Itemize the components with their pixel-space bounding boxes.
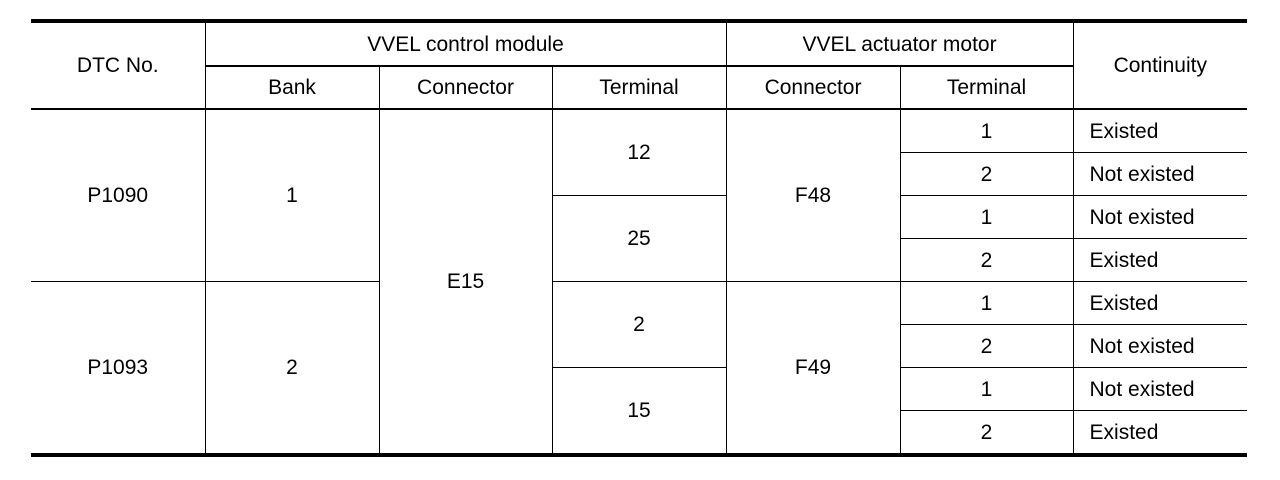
motor-terminal-cell: 2: [900, 324, 1074, 368]
table-row: 2 Not existed: [31, 152, 1248, 196]
header-ecm-terminal: Terminal: [551, 65, 727, 110]
continuity-cell: Existed: [1072, 281, 1248, 325]
ecm-terminal-cell: 15: [552, 367, 727, 457]
continuity-cell: Existed: [1072, 410, 1248, 457]
ecm-terminal-cell: 2: [551, 281, 727, 368]
header-dtc-no: DTC No.: [31, 19, 206, 110]
continuity-cell: Not existed: [1072, 367, 1248, 411]
motor-terminal-cell: 1: [899, 281, 1074, 325]
table-row: 15 1 Not existed: [31, 367, 1248, 457]
motor-connector-cell: F48: [725, 108, 901, 282]
header-vvel-control-module: VVEL control module: [204, 19, 727, 67]
header-bank: Bank: [205, 65, 380, 110]
ecm-connector-cell: E15: [378, 108, 553, 457]
header-continuity: Continuity: [1072, 19, 1248, 110]
motor-terminal-cell: 2: [900, 410, 1074, 457]
header-motor-connector: Connector: [725, 65, 901, 110]
continuity-table: DTC No. VVEL control module VVEL actuato…: [31, 19, 1248, 457]
dtc-cell: P1090: [31, 108, 206, 282]
header-vvel-actuator-motor: VVEL actuator motor: [725, 19, 1074, 67]
table-row: P1090 1 E15 12 F48 1 Existed: [31, 108, 1248, 457]
bank-cell: 1: [204, 108, 380, 282]
continuity-cell: Not existed: [1072, 152, 1248, 196]
ecm-terminal-cell: 25: [552, 195, 727, 282]
dtc-cell: P1093: [31, 281, 206, 457]
motor-connector-cell: F49: [725, 281, 901, 457]
continuity-table-container: DTC No. VVEL control module VVEL actuato…: [31, 19, 1248, 457]
continuity-cell: Existed: [1072, 238, 1248, 282]
table-row: P1093 2 2 F49 1 Existed: [31, 281, 1248, 457]
header-ecm-connector: Connector: [378, 65, 553, 110]
table-row: 2 Existed: [31, 238, 1248, 282]
ecm-terminal-cell: 12: [551, 108, 727, 196]
motor-terminal-cell: 1: [899, 195, 1074, 239]
motor-terminal-cell: 2: [900, 152, 1074, 196]
motor-terminal-cell: 1: [899, 367, 1074, 411]
continuity-cell: Existed: [1072, 108, 1248, 153]
table-row: 25 1 Not existed: [31, 195, 1248, 282]
continuity-cell: Not existed: [1072, 324, 1248, 368]
motor-terminal-cell: 2: [900, 238, 1074, 282]
continuity-cell: Not existed: [1072, 195, 1248, 239]
table-row: 2 Existed: [31, 410, 1248, 457]
motor-terminal-cell: 1: [899, 108, 1074, 153]
header-motor-terminal: Terminal: [899, 65, 1074, 110]
bank-cell: 2: [204, 281, 380, 457]
